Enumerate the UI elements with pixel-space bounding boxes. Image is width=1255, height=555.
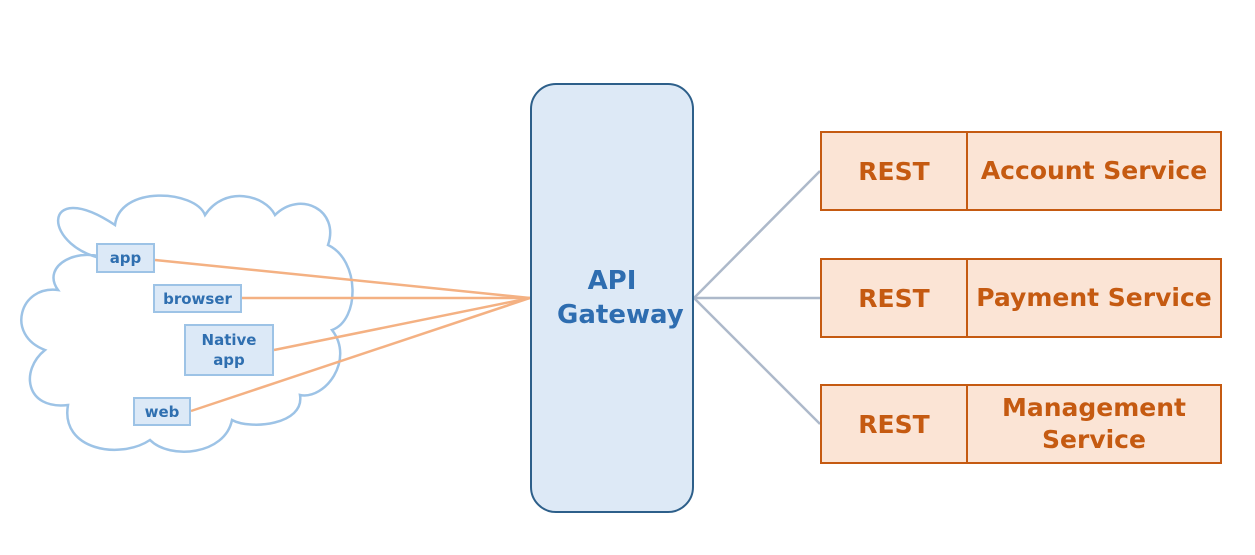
api-gateway-label: API Gateway (557, 266, 684, 330)
account-service-protocol: REST (822, 133, 968, 209)
link-web-gateway (190, 296, 531, 413)
client-web: web (133, 397, 191, 426)
api-gateway: API Gateway (530, 83, 694, 513)
account-service-name: Account Service (980, 156, 1208, 185)
client-browser: browser (153, 284, 242, 313)
client-app-label: app (109, 249, 142, 267)
payment-service-name: Payment Service (976, 283, 1212, 312)
management-service: REST Management Service (820, 384, 1222, 464)
link-gateway-account (693, 170, 821, 299)
client-native-app: Native app (184, 324, 274, 376)
link-native-app-gateway (273, 296, 531, 352)
payment-service: REST Payment Service (820, 258, 1222, 338)
link-gateway-management (693, 297, 821, 425)
service-links (693, 170, 821, 425)
client-browser-label: browser (163, 289, 232, 308)
management-service-name: Management Service (1001, 393, 1187, 454)
management-service-protocol: REST (822, 386, 968, 462)
client-native-app-label: Native app (201, 331, 257, 369)
client-app: app (96, 243, 155, 273)
client-web-label: web (144, 402, 180, 421)
account-service: REST Account Service (820, 131, 1222, 211)
link-app-gateway (154, 258, 531, 300)
client-links (154, 258, 531, 413)
payment-service-protocol: REST (822, 260, 968, 336)
